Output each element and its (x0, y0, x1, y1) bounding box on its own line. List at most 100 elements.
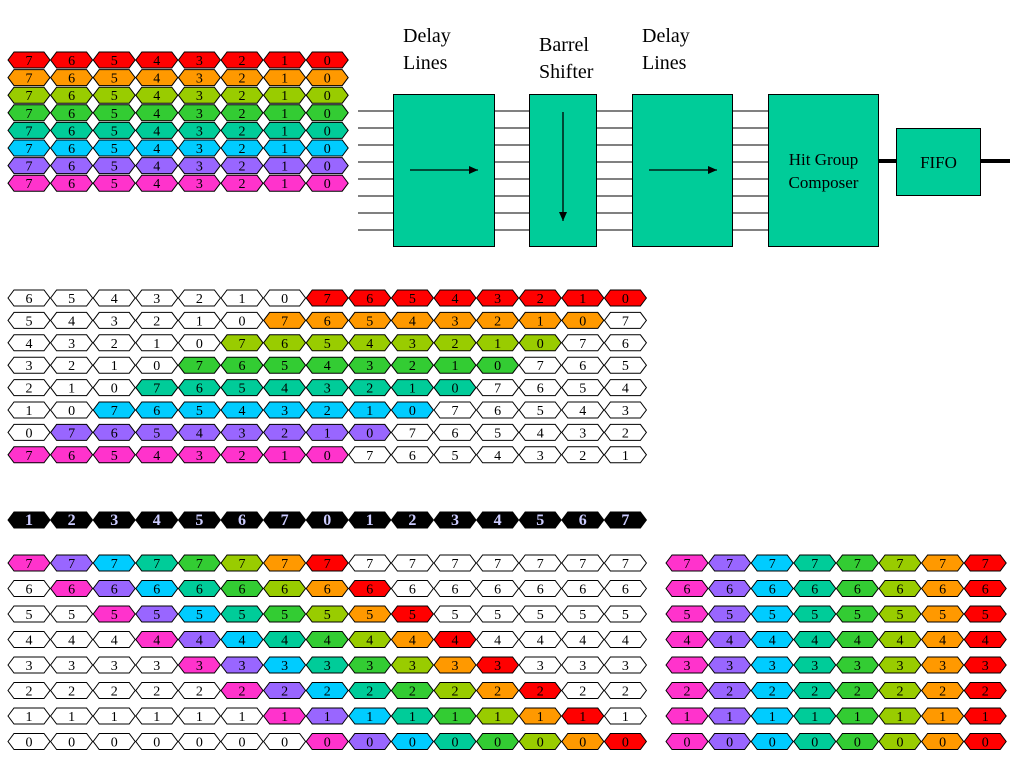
delayed-cell-r2-c14-label: 6 (622, 337, 629, 352)
shifted-cell-r6-c7: 1 (305, 707, 349, 725)
delayed-cell-r1-c0-label: 5 (26, 314, 33, 329)
output-cell-r1-c1: 6 (707, 580, 752, 598)
shifted-cell-r7-c9: 0 (390, 733, 435, 751)
input-cell-r0-c3-label: 4 (153, 54, 160, 69)
shifted-cell-r5-c0: 2 (7, 682, 51, 700)
delayed-cell-r2-c5: 7 (220, 334, 264, 352)
shifted-cell-r3-c12: 4 (518, 631, 562, 649)
input-cell-r2-c6: 1 (262, 86, 307, 104)
delayed-cell-r6-c4: 4 (177, 423, 222, 441)
output-cell-r4-c3-label: 3 (811, 659, 818, 674)
delayed-cell-r1-c5: 0 (220, 311, 264, 329)
shifted-cell-r4-c6-label: 3 (281, 659, 288, 674)
shifted-cell-r4-c7-label: 3 (324, 659, 331, 674)
shifted-cell-r5-c7: 2 (305, 682, 349, 700)
shifted-cell-r0-c6: 7 (262, 554, 307, 572)
delayed-cell-r2-c14: 6 (603, 334, 648, 352)
delayed-cell-r6-c1: 7 (49, 423, 94, 441)
delayed-cell-r0-c4-label: 2 (196, 292, 203, 307)
input-cell-r7-c1: 6 (49, 174, 94, 192)
shifted-cell-r5-c2: 2 (92, 682, 136, 700)
timeline-cell-13-label: 6 (579, 512, 587, 529)
shifted-cell-r5-c12-label: 2 (537, 685, 544, 700)
delayed-cell-r4-c10-label: 0 (452, 382, 459, 397)
shifted-cell-r4-c4: 3 (177, 656, 222, 674)
delayed-cell-r1-c3-label: 2 (153, 314, 160, 329)
shifted-cell-r0-c2-label: 7 (111, 557, 118, 572)
shifted-cell-r5-c6-label: 2 (281, 685, 288, 700)
delayed-cell-r4-c9: 1 (390, 379, 435, 397)
delayed-cell-r1-c10-label: 3 (452, 314, 459, 329)
shifted-cell-r4-c9-label: 3 (409, 659, 416, 674)
input-cell-r5-c7: 0 (305, 139, 349, 157)
input-cell-r7-c0: 7 (7, 174, 51, 192)
shifted-cell-r4-c2-label: 3 (111, 659, 118, 674)
delayed-cell-r4-c6: 4 (262, 379, 307, 397)
shifted-cell-r7-c7-label: 0 (324, 736, 331, 751)
delayed-cell-r4-c7-label: 3 (324, 382, 331, 397)
output-cell-r5-c2-label: 2 (769, 685, 776, 700)
output-cell-r4-c6: 3 (920, 656, 965, 674)
delayed-cell-r5-c14: 3 (603, 401, 648, 419)
shifted-cell-r7-c10-label: 0 (452, 736, 459, 751)
shifted-cell-r2-c0-label: 5 (26, 608, 33, 623)
delayed-cell-r3-c5-label: 6 (239, 359, 246, 374)
shifted-cell-r2-c14-label: 5 (622, 608, 629, 623)
delayed-cell-r5-c12: 5 (518, 401, 562, 419)
shifted-cell-r6-c6: 1 (262, 707, 307, 725)
delayed-cell-r7-c2-label: 5 (111, 449, 118, 464)
input-cell-r4-c6: 1 (262, 121, 307, 139)
input-cell-r7-c4-label: 3 (196, 177, 203, 192)
shifted-cell-r6-c14-label: 1 (622, 710, 629, 725)
timeline-cell-8: 1 (348, 511, 392, 529)
input-cell-r2-c0-label: 7 (26, 89, 33, 104)
shifted-cell-r2-c8: 5 (348, 605, 392, 623)
shifted-cell-r2-c7-label: 5 (324, 608, 331, 623)
input-cell-r3-c2-label: 5 (111, 107, 118, 122)
shifted-cell-r3-c5: 4 (220, 631, 264, 649)
delayed-cell-r5-c9-label: 0 (409, 404, 416, 419)
timeline-cell-2-label: 3 (110, 512, 118, 529)
shifted-cell-r5-c10: 2 (433, 682, 477, 700)
shifted-cell-r6-c0-label: 1 (26, 710, 33, 725)
shifted-cell-r6-c11: 1 (475, 707, 520, 725)
shifted-cell-r4-c10: 3 (433, 656, 477, 674)
shifted-cell-r5-c3: 2 (135, 682, 179, 700)
shifted-cell-r0-c5: 7 (220, 554, 264, 572)
delayed-cell-r4-c3-label: 7 (153, 382, 160, 397)
delayed-cell-r6-c4-label: 4 (196, 426, 203, 441)
shifted-cell-r7-c5-label: 0 (239, 736, 246, 751)
delayed-cell-r2-c3: 1 (135, 334, 179, 352)
shifted-cell-r1-c8-label: 6 (366, 583, 373, 598)
shifted-cell-r0-c9: 7 (390, 554, 435, 572)
delayed-cell-r6-c0: 0 (7, 423, 51, 441)
shifted-cell-r7-c9-label: 0 (409, 736, 416, 751)
output-cell-r5-c2: 2 (750, 682, 794, 700)
delayed-cell-r1-c11-label: 2 (494, 314, 501, 329)
delayed-cell-r6-c11: 5 (475, 423, 520, 441)
input-cell-r2-c4-label: 3 (196, 89, 203, 104)
shifted-cell-r6-c1-label: 1 (68, 710, 75, 725)
output-cell-r2-c2: 5 (750, 605, 794, 623)
delayed-cell-r7-c4: 3 (177, 446, 222, 464)
input-cell-r4-c4: 3 (177, 121, 222, 139)
delayed-cell-r5-c2: 7 (92, 401, 136, 419)
output-cell-r2-c5-label: 5 (897, 608, 904, 623)
delayed-cell-r5-c4-label: 5 (196, 404, 203, 419)
output-cell-r2-c3: 5 (793, 605, 837, 623)
shifted-cell-r1-c6-label: 6 (281, 583, 288, 598)
delayed-cell-r6-c8: 0 (348, 423, 392, 441)
delay-lines-1-arrow (410, 166, 478, 174)
input-cell-r7-c6-label: 1 (281, 177, 288, 192)
input-cell-r3-c7-label: 0 (324, 107, 331, 122)
output-cell-r5-c1-label: 2 (726, 685, 733, 700)
delayed-cell-r3-c6: 5 (262, 356, 307, 374)
shifted-cell-r1-c3-label: 6 (153, 583, 160, 598)
delayed-cell-r7-c10-label: 5 (452, 449, 459, 464)
input-cell-r0-c6: 1 (262, 51, 307, 69)
shifted-cell-r7-c2: 0 (92, 733, 136, 751)
shifted-cell-r0-c14: 7 (603, 554, 648, 572)
input-cell-r6-c4: 3 (177, 157, 222, 175)
output-cell-r6-c5-label: 1 (897, 710, 904, 725)
hit-group-composer-block (768, 94, 879, 247)
